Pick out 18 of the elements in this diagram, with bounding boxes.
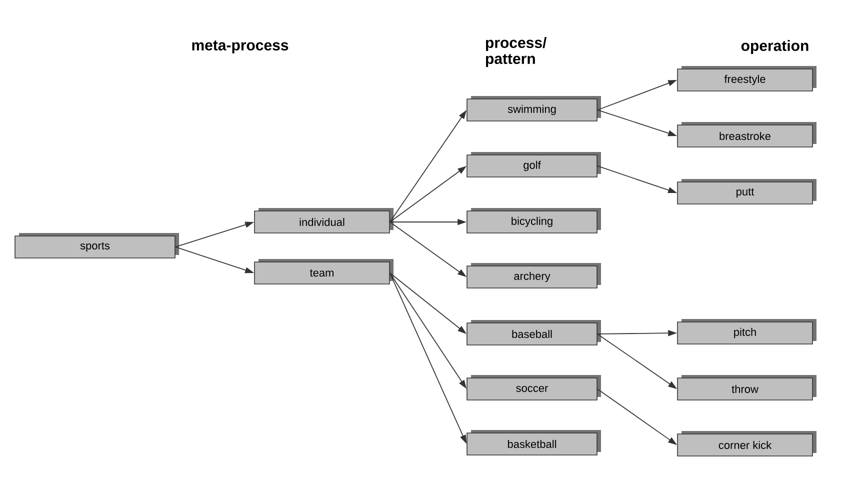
pattern-box: archery xyxy=(466,263,601,288)
pattern-box: sports xyxy=(14,232,179,258)
pattern-box: throw xyxy=(677,374,816,400)
pattern-box: baseball xyxy=(466,320,601,346)
pattern-box: soccer xyxy=(466,374,601,400)
pattern-box: individual xyxy=(254,208,394,234)
pattern-box: breastroke xyxy=(677,122,816,148)
pattern-box: corner kick xyxy=(677,430,816,456)
pattern-box: golf xyxy=(466,152,601,178)
pattern-box: bicycling xyxy=(466,208,601,234)
pattern-box: pitch xyxy=(677,318,816,344)
column-heading: meta-process xyxy=(192,40,288,54)
pattern-box: freestyle xyxy=(677,66,816,92)
pattern-box: basketball xyxy=(466,430,601,456)
column-heading: process/ pattern xyxy=(486,37,547,67)
pattern-box: team xyxy=(254,259,394,284)
pattern-box: putt xyxy=(677,179,816,204)
pattern-box: swimming xyxy=(466,96,601,122)
